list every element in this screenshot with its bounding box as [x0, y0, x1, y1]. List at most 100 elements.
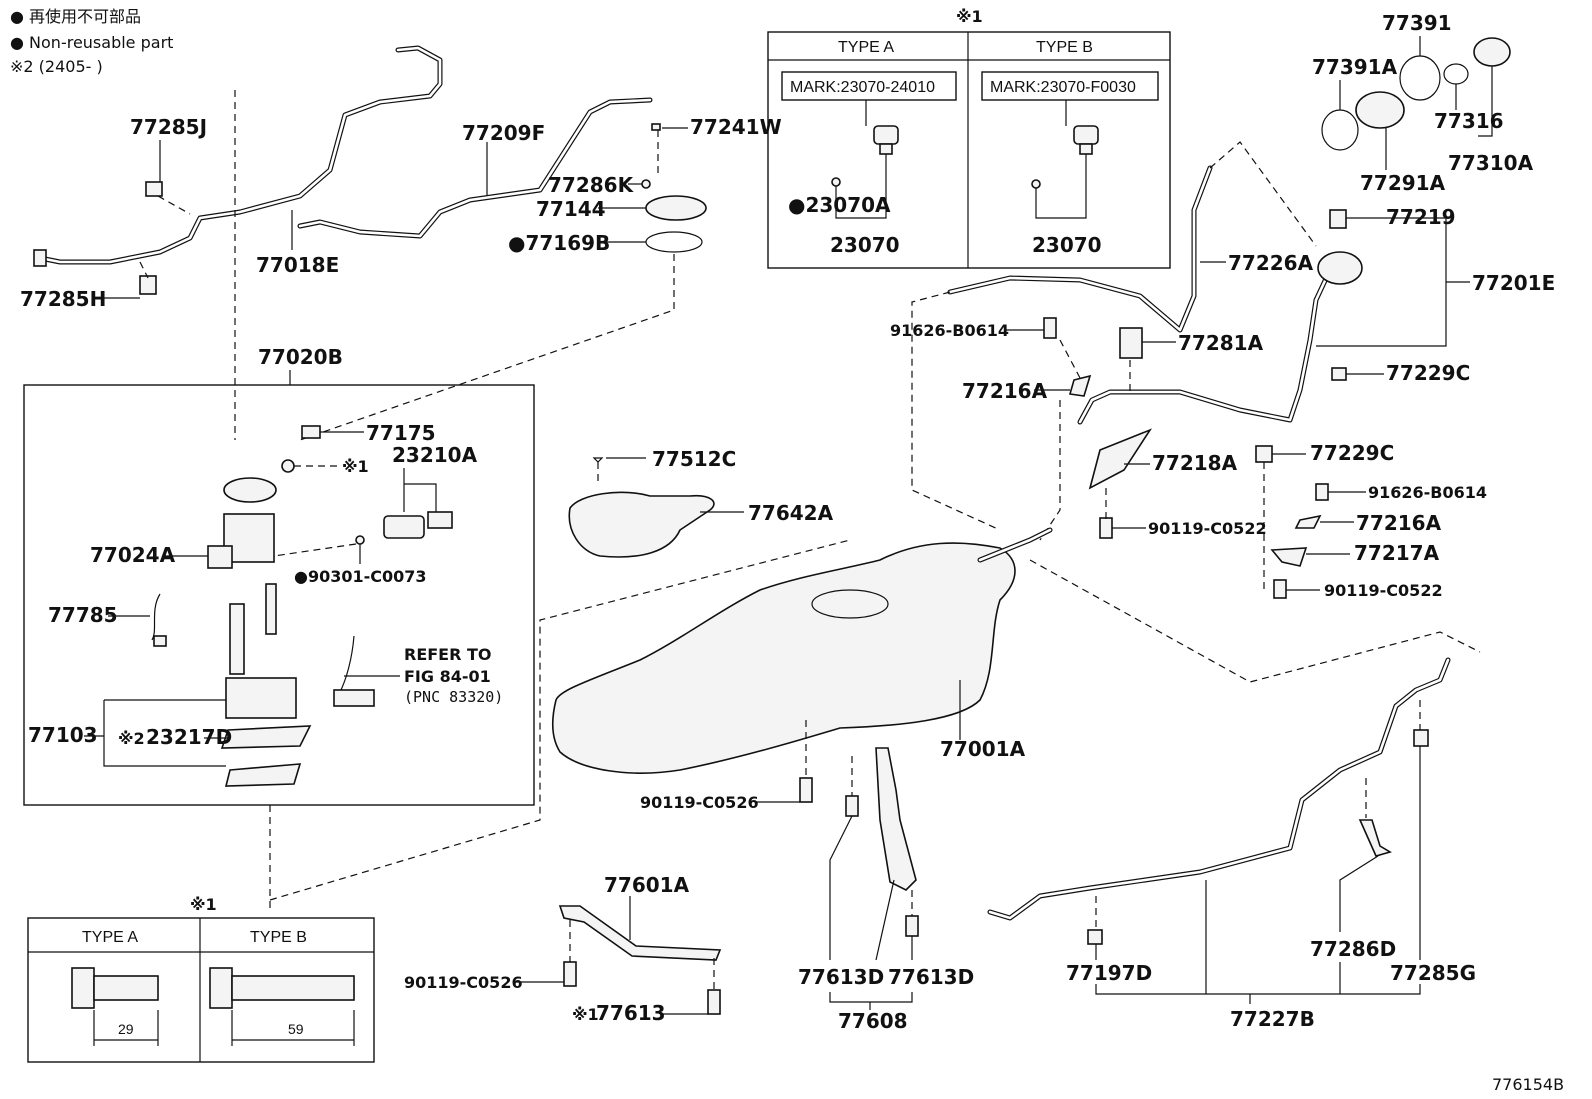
label-23070-a: 23070	[830, 233, 900, 257]
valve-type-a-header: TYPE A	[838, 39, 894, 56]
pump-flange	[223, 477, 277, 503]
lower-bracket	[225, 677, 297, 719]
label-77216A-a: 77216A	[962, 379, 1048, 403]
label-77285J: 77285J	[130, 115, 207, 139]
valve-type-b-header: TYPE B	[1036, 39, 1093, 56]
dim-type-a: 29	[118, 1021, 134, 1037]
cap-77291A	[1355, 91, 1405, 129]
strap-77608	[875, 747, 917, 891]
clip-77285G	[1413, 729, 1429, 747]
gasket-77316	[1443, 63, 1469, 85]
vapor-hose-group: 77285J 77285H 77018E 77209F 77241W 77286…	[20, 45, 782, 441]
check-valve-note1	[281, 459, 295, 473]
filler-neck	[1317, 251, 1363, 285]
seal-77391A	[1321, 109, 1359, 151]
fuel-tank-77001A	[551, 542, 1016, 774]
bolt-type-b-header: TYPE B	[250, 929, 307, 946]
bolt-shank-b	[231, 975, 355, 1001]
label-77219: 77219	[1386, 205, 1456, 229]
spring-rod	[265, 583, 277, 635]
bracket-77217A	[1270, 547, 1308, 567]
bolt-shank-a	[93, 975, 159, 1001]
refer-line3: (PNC 83320)	[404, 688, 503, 706]
hose-end-connector	[33, 249, 47, 267]
legend: ● 再使用不可部品 ● Non-reusable part ※2 (2405- …	[10, 7, 173, 76]
dim-type-b: 59	[288, 1021, 304, 1037]
bracket-77281A	[1119, 327, 1143, 359]
label-77197D: 77197D	[1066, 961, 1152, 985]
label-77024A: 77024A	[90, 543, 176, 567]
seal-77391	[1399, 55, 1441, 101]
label-77613D-a: 77613D	[798, 965, 884, 989]
mark-note2: ※2	[118, 729, 145, 748]
label-23217D: 23217D	[146, 725, 232, 749]
label-77642A: 77642A	[748, 501, 834, 525]
label-91626-b: 91626-B0614	[1368, 483, 1487, 502]
clamp-77197D	[1087, 929, 1103, 945]
label-77216A-b: 77216A	[1356, 511, 1442, 535]
filter-77103	[224, 763, 302, 787]
label-90119-c: 90119-C0526	[640, 793, 759, 812]
label-77285G: 77285G	[1390, 961, 1476, 985]
fuel-pump-23210A	[383, 515, 425, 539]
clip-77229C-b	[1255, 445, 1273, 463]
label-77175: 77175	[366, 421, 436, 445]
label-77286K: 77286K	[548, 173, 635, 197]
label-77291A: 77291A	[1360, 171, 1446, 195]
label-77281A: 77281A	[1178, 331, 1264, 355]
o-ring-90301	[355, 535, 365, 545]
label-77229C-b: 77229C	[1310, 441, 1394, 465]
gasket-77169B	[645, 231, 703, 253]
bolt-90119-d	[563, 961, 577, 987]
pump-bracket	[207, 545, 233, 569]
bracket-77216A-b	[1294, 514, 1322, 529]
clip-77285H	[139, 275, 157, 295]
valve-23070-b	[1073, 125, 1099, 145]
mark-a: MARK:23070-24010	[790, 79, 935, 96]
bolt-91626-a	[1043, 317, 1057, 339]
cap-77310A	[1473, 37, 1511, 67]
label-77229C-a: 77229C	[1386, 361, 1470, 385]
label-77201E: 77201E	[1472, 271, 1555, 295]
label-77316: 77316	[1434, 109, 1504, 133]
table-top-mark: ※1	[956, 7, 983, 26]
filter-23217D	[220, 725, 312, 749]
bolt-type-a-header: TYPE A	[82, 929, 138, 946]
filler-cap-group: 77391 77391A 77316 77310A 77291A	[1312, 11, 1534, 195]
pump-body-77024A	[223, 513, 275, 563]
label-77285H: 77285H	[20, 287, 106, 311]
label-77226A: 77226A	[1228, 251, 1314, 275]
ring-77286K	[641, 179, 651, 189]
label-77512C: 77512C	[652, 447, 736, 471]
bolt-77613D-a	[845, 795, 859, 817]
mark-note1-pump: ※1	[342, 457, 369, 476]
hose-77018E	[37, 45, 443, 265]
clip-77285J	[145, 181, 163, 197]
mark-box-a	[781, 71, 957, 101]
diagram-code: 776154B	[1492, 1075, 1564, 1094]
clip-77229C-a	[1331, 367, 1347, 381]
refer-line2: FIG 84-01	[404, 667, 491, 686]
valve-23070-a	[873, 125, 899, 145]
wire-77785	[153, 635, 167, 647]
label-77020B: 77020B	[258, 345, 343, 369]
label-77209F: 77209F	[462, 121, 545, 145]
mark-77613: ※1	[572, 1005, 599, 1024]
label-77218A: 77218A	[1152, 451, 1238, 475]
gasket-23070-b	[1031, 179, 1041, 189]
label-77286D: 77286D	[1310, 937, 1396, 961]
label-77785: 77785	[48, 603, 118, 627]
fuel-pump-assembly-box: 77020B 77175 ※1 23210A 77024A ●90301-C00…	[23, 345, 535, 806]
valve-tip-a	[879, 143, 893, 155]
label-77144: 77144	[536, 197, 606, 221]
legend-note-2: ※2 (2405- )	[10, 57, 103, 76]
mark-box-b	[981, 71, 1159, 101]
clip-77219	[1329, 209, 1347, 229]
gasket-77175	[301, 425, 321, 439]
pump-box-frame	[23, 384, 535, 806]
bolt-90119-c	[799, 777, 813, 803]
bolt-type-frame	[27, 917, 375, 1063]
label-77613: 77613	[596, 1001, 666, 1025]
bracket-77218A	[1088, 428, 1153, 490]
